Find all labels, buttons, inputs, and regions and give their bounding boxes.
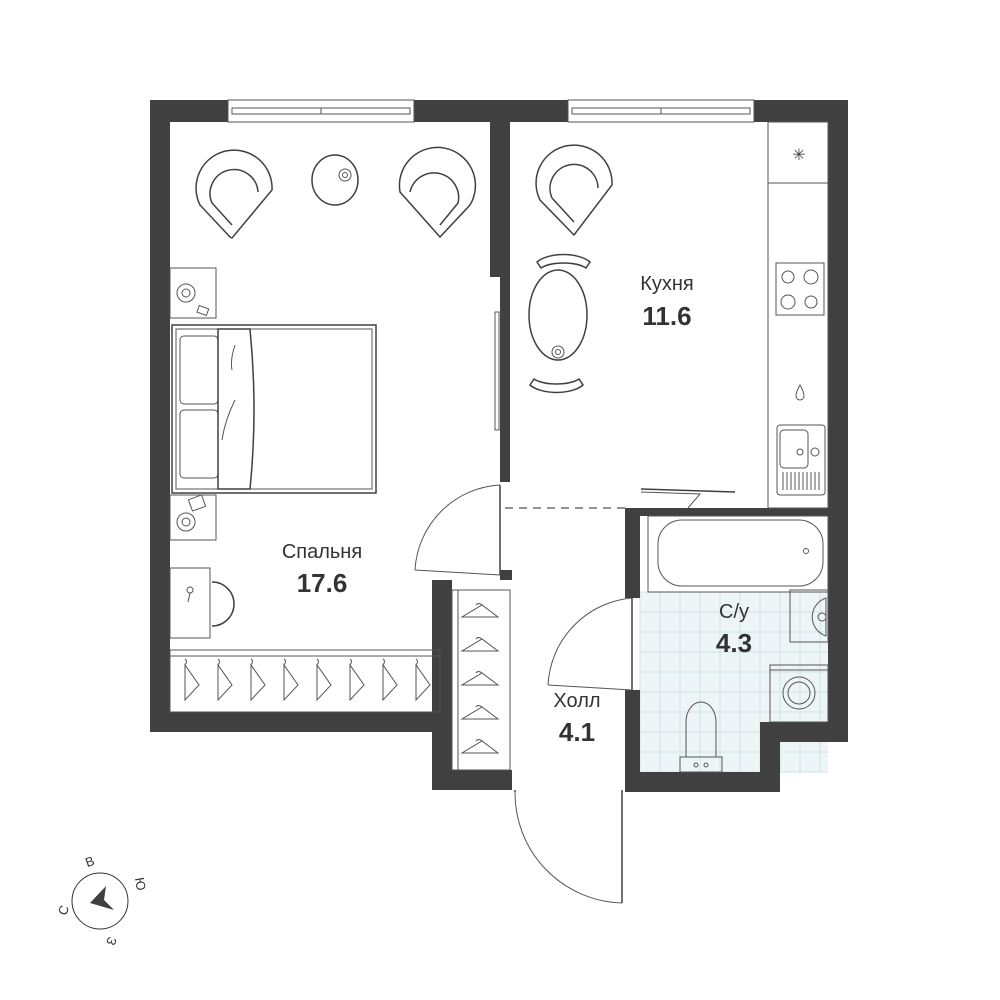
hanger-icon [382,658,398,702]
room-area-bathroom: 4.3 [716,628,752,658]
cooktop-icon [775,262,825,316]
wardrobe-hall [451,589,511,771]
hanger-icon [250,658,266,702]
washing-machine [769,664,829,723]
armchair [195,149,273,239]
room-area-hall: 4.1 [559,717,595,747]
door-bedroom [414,484,501,576]
hanger-icon [460,705,500,720]
window-kitchen [567,99,755,123]
window-bedroom [227,99,415,123]
hanger-icon [316,658,332,702]
compass-north: С [55,903,72,917]
hanger-icon [460,739,500,754]
bathtub [647,515,829,593]
room-name-hall: Холл [553,690,600,712]
entrance-door [514,790,623,904]
fridge-icon: ✳ [792,147,805,164]
compass-arrow-icon [90,886,114,910]
coffee-table [311,154,359,206]
compass-south: Ю [132,876,149,892]
room-name-kitchen: Кухня [640,273,694,295]
armchair [398,146,477,239]
room-name-bedroom: Спальня [282,541,362,563]
room-name-bathroom: С/у [719,601,749,623]
hanger-icon [283,658,299,702]
room-area-kitchen: 11.6 [642,301,691,331]
hanger-icon [415,658,431,702]
compass-east: В [83,853,96,870]
compass-west: З [103,935,120,948]
hanger-icon [349,658,365,702]
hanger-icon [460,637,500,652]
sliding-door [494,311,500,431]
door-bathroom [547,597,633,691]
desk [169,567,235,639]
nightstand [169,267,217,319]
dining-table [528,253,591,394]
walls [150,100,848,792]
sliding-partition [505,488,736,509]
nightstand [169,494,217,541]
compass: С В Ю З [55,853,149,948]
kitchen-counter: ✳ [767,121,829,509]
toilet [679,701,723,773]
hanger-icon [217,658,233,702]
water-drop-icon [795,383,805,401]
hanger-icon [460,603,500,618]
washbasin [789,589,829,643]
armchair [535,144,613,237]
room-area-bedroom: 17.6 [297,568,348,598]
hanger-icon [460,671,500,686]
hanger-icon [184,658,200,702]
kitchen-sink-icon [776,424,826,496]
double-bed [171,324,377,494]
wardrobe-bedroom [169,649,441,713]
